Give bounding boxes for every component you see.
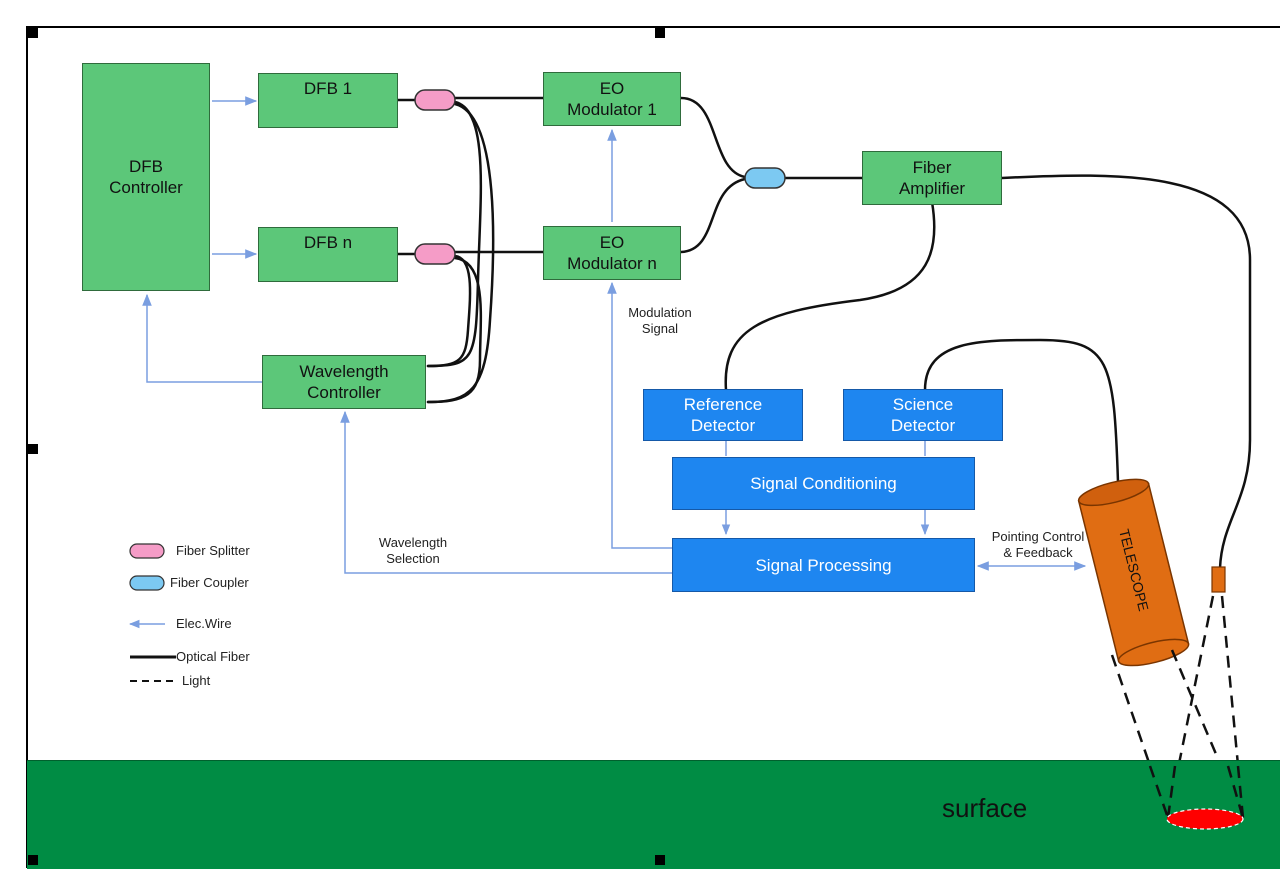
reference-detector-label-1: Reference xyxy=(683,395,763,414)
wavelength-controller-label-2: Controller xyxy=(307,383,381,402)
pointing-control-label: Pointing Control & Feedback xyxy=(978,529,1098,561)
modulation-signal-line-2: Signal xyxy=(641,321,679,336)
legend-coupler-swatch xyxy=(129,575,165,591)
dfb-1-label: DFB 1 xyxy=(303,79,353,98)
dfb-controller-label-2: Controller xyxy=(109,178,183,197)
electrical-wires xyxy=(142,96,1087,574)
fiber-splitter-1 xyxy=(414,89,456,111)
wavelength-controller-box: Wavelength Controller xyxy=(262,355,426,409)
fiber-amp-label-2: Amplifier xyxy=(898,179,966,198)
legend-splitter-swatch xyxy=(129,543,165,559)
dfb-n-label: DFB n xyxy=(303,233,353,252)
resize-handle-top-left[interactable] xyxy=(28,28,38,38)
reference-detector-label-2: Detector xyxy=(690,416,756,435)
legend-light: Light xyxy=(182,673,211,688)
eo-mod-n-label-1: EO xyxy=(599,233,625,252)
eo-mod-1-label-2: Modulator 1 xyxy=(567,100,657,119)
resize-handle-middle-left[interactable] xyxy=(28,444,38,454)
signal-conditioning-label: Signal Conditioning xyxy=(750,474,897,493)
wavelength-selection-line-2: Selection xyxy=(386,551,440,566)
modulation-signal-line-1: Modulation xyxy=(628,305,692,320)
dfb-controller-box: DFB Controller xyxy=(82,63,210,291)
wavelength-selection-label: Wavelength Selection xyxy=(358,535,468,567)
science-detector-label-1: Science xyxy=(892,395,954,414)
pointing-control-line-1: Pointing Control xyxy=(991,529,1085,544)
legend-fiber-coupler: Fiber Coupler xyxy=(170,575,249,590)
surface-ground xyxy=(27,760,1280,869)
science-detector-label-2: Detector xyxy=(890,416,956,435)
fiber-splitter-n xyxy=(414,243,456,265)
wavelength-selection-line-1: Wavelength xyxy=(378,535,448,550)
modulation-signal-label: Modulation Signal xyxy=(610,305,710,337)
eo-mod-1-label-1: EO xyxy=(599,79,625,98)
legend-elec-wire: Elec.Wire xyxy=(176,616,232,631)
fiber-coupler xyxy=(744,167,786,189)
eo-modulator-1-box: EO Modulator 1 xyxy=(543,72,681,126)
surface-label: surface xyxy=(942,793,1028,823)
fiber-amp-label-1: Fiber xyxy=(912,158,952,177)
resize-handle-bottom-left[interactable] xyxy=(28,855,38,865)
fiber-head-icon xyxy=(1211,566,1226,593)
legend-fiber-splitter: Fiber Splitter xyxy=(176,543,250,558)
pointing-control-line-2: & Feedback xyxy=(1003,545,1073,560)
telescope-icon xyxy=(1077,478,1190,667)
wire-modulation-signal xyxy=(607,281,672,549)
eo-modulator-n-box: EO Modulator n xyxy=(543,226,681,280)
eo-mod-n-label-2: Modulator n xyxy=(567,254,657,273)
dfb-controller-label-1: DFB xyxy=(129,157,163,176)
optical-fibers xyxy=(396,96,1252,570)
reference-detector-box: Reference Detector xyxy=(643,389,803,441)
outer-frame xyxy=(26,26,1280,868)
legend-optical-fiber: Optical Fiber xyxy=(176,649,250,664)
science-detector-box: Science Detector xyxy=(843,389,1003,441)
signal-processing-label: Signal Processing xyxy=(755,555,892,575)
fiber-amplifier-box: Fiber Amplifier xyxy=(862,151,1002,205)
dfb-1-box: DFB 1 xyxy=(258,73,398,128)
signal-processing-box: Signal Processing xyxy=(672,538,975,592)
wavelength-controller-label-1: Wavelength xyxy=(299,362,389,381)
dfb-n-box: DFB n xyxy=(258,227,398,282)
resize-handle-top-middle[interactable] xyxy=(655,28,665,38)
wire-wavelength-selection xyxy=(340,410,672,574)
resize-handle-bottom-middle[interactable] xyxy=(655,855,665,865)
wire-wavelength-controller xyxy=(142,293,262,383)
signal-conditioning-box: Signal Conditioning xyxy=(672,457,975,510)
